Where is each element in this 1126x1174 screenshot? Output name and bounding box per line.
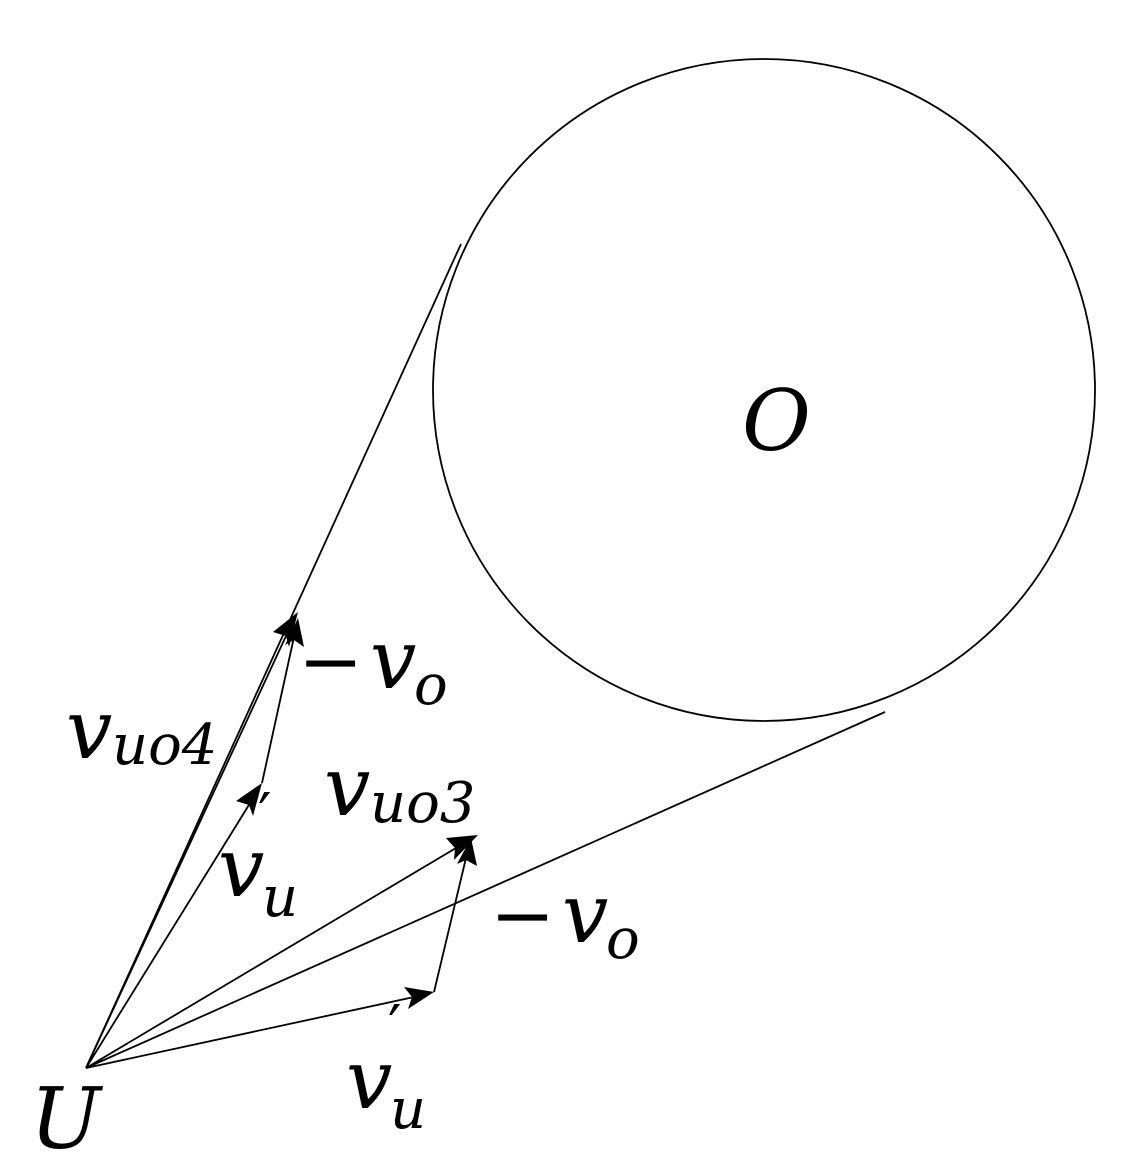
label-origin-u: U — [30, 1070, 104, 1168]
obstacle-circle — [432, 58, 1096, 722]
svg-text:v: v — [324, 740, 370, 835]
label-minus-v-o-lower: − v o — [490, 867, 640, 972]
svg-text:−: − — [490, 871, 555, 961]
svg-text:v: v — [218, 821, 264, 916]
vector-v-u-prime-upper — [85, 783, 262, 1069]
vector-minus-v-o-upper — [261, 618, 304, 784]
svg-text:o: o — [414, 653, 448, 718]
vector-minus-v-o-lower — [433, 838, 477, 993]
svg-text:uo3: uo3 — [370, 771, 475, 836]
upper-tangent-line — [85, 243, 462, 1069]
label-center-o: O — [742, 372, 811, 470]
svg-text:o: o — [606, 907, 640, 972]
svg-text:′: ′ — [258, 781, 272, 851]
svg-text:v: v — [66, 683, 112, 778]
svg-text:u: u — [262, 865, 298, 930]
svg-text:u: u — [390, 1077, 426, 1142]
svg-text:−: − — [298, 617, 363, 707]
label-v-uo3: v uo3 — [324, 740, 475, 836]
label-v-uo4: v uo4 — [66, 683, 217, 778]
svg-text:v: v — [562, 867, 608, 962]
svg-text:′: ′ — [388, 993, 402, 1063]
svg-text:v: v — [370, 613, 416, 708]
lower-tangent-line — [85, 711, 886, 1069]
label-minus-v-o-upper: − v o — [298, 613, 448, 718]
label-v-u-prime-upper: v ′ u — [218, 781, 298, 930]
svg-text:uo4: uo4 — [112, 713, 217, 778]
svg-text:v: v — [346, 1033, 392, 1128]
label-v-u-prime-lower: v ′ u — [346, 993, 426, 1142]
vector-v-uo4 — [85, 612, 298, 1069]
vector-v-u-prime-lower — [85, 987, 434, 1069]
